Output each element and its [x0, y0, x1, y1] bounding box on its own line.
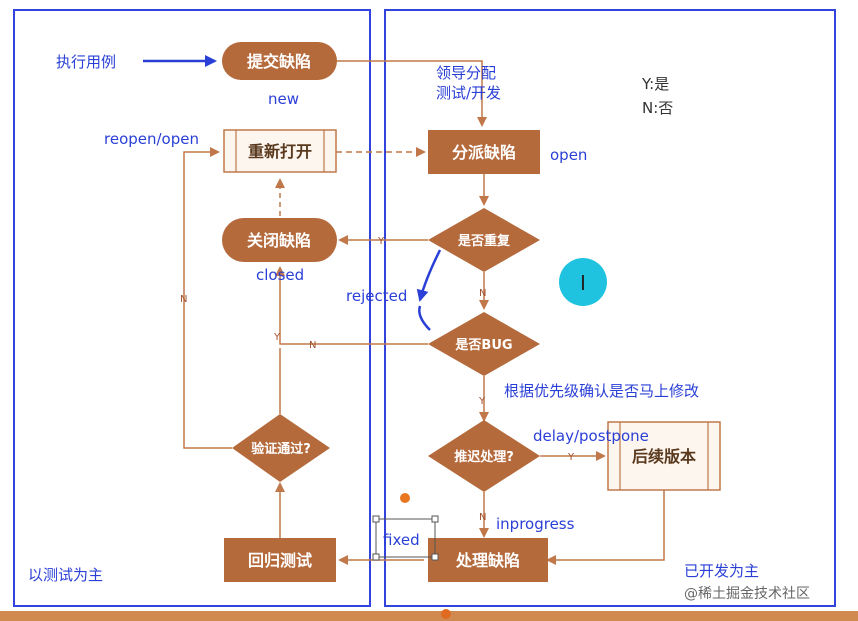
label-rejected: rejected [346, 287, 407, 305]
node-later-version [607, 421, 721, 491]
node-assign-defect [428, 130, 540, 174]
label-new: new [268, 90, 299, 108]
selection-handle-br[interactable] [431, 553, 439, 561]
legend-no: N:否 [642, 99, 673, 117]
node-is-duplicate-label: 是否重复 [457, 233, 511, 249]
node-verify-label: 验证通过? [251, 441, 311, 457]
node-reopen [223, 129, 337, 173]
label-delay: delay/postpone [533, 427, 649, 445]
legend-yes: Y:是 [641, 75, 669, 93]
edge-label-verify-no: N [180, 294, 187, 305]
edge-label-duplicate-yes: Y [377, 236, 385, 247]
rejected-arrow-upper [416, 249, 442, 302]
label-fixed: fixed [383, 531, 420, 549]
rotate-handle-dot[interactable] [400, 493, 410, 503]
edge-bug-close [275, 266, 428, 345]
tester-panel [13, 9, 371, 607]
label-open: open [550, 146, 587, 164]
node-is-duplicate [428, 208, 540, 272]
node-postpone [428, 420, 540, 492]
node-postpone-label: 推迟处理? [454, 449, 514, 465]
cursor-highlight [559, 258, 607, 306]
selection-handle-tl[interactable] [372, 515, 380, 523]
edge-label-duplicate-no: N [479, 288, 486, 299]
text-cursor-icon: I [580, 271, 586, 295]
node-process-defect [428, 538, 548, 582]
node-assign-defect-label: 分派缺陷 [452, 143, 516, 162]
edge-label-bug-yes: Y [478, 396, 486, 407]
label-inprogress: inprogress [496, 515, 575, 533]
node-is-bug [428, 312, 540, 376]
label-closed: closed [256, 266, 304, 284]
developer-panel [384, 9, 836, 607]
bottom-bar [0, 611, 858, 621]
node-verify [232, 414, 330, 482]
node-close-defect-label: 关闭缺陷 [247, 231, 311, 250]
edge-label-bug-no: N [309, 340, 316, 351]
edge-label-verify-yes: Y [273, 332, 281, 343]
node-close-defect [222, 218, 337, 262]
label-lead-assign-1: 领导分配 [436, 64, 496, 82]
node-regression-test [224, 538, 336, 582]
node-submit-defect-label: 提交缺陷 [247, 52, 311, 71]
edge-label-postpone-yes: Y [567, 452, 575, 463]
bottom-bar-dot [441, 609, 451, 619]
edge-submit-assign [337, 60, 487, 127]
edge-later-process [546, 490, 665, 565]
edge-label-postpone-no: N [479, 512, 486, 523]
node-reopen-label: 重新打开 [248, 142, 312, 161]
watermark: @稀土掘金技术社区 [684, 586, 810, 602]
node-regression-test-label: 回归测试 [248, 551, 312, 570]
node-is-bug-label: 是否BUG [454, 338, 512, 353]
label-reopen-open: reopen/open [104, 130, 199, 148]
selection-handle-bl[interactable] [372, 553, 380, 561]
label-priority-note: 根据优先级确认是否马上修改 [504, 382, 699, 400]
node-later-version-label: 后续版本 [632, 447, 696, 466]
rejected-arrow-lower [418, 305, 431, 331]
fixed-selection-box[interactable] [375, 518, 436, 558]
label-lead-assign-2: 测试/开发 [436, 84, 501, 102]
selection-handle-tr[interactable] [431, 515, 439, 523]
edge-verify-reopen [183, 147, 232, 449]
node-submit-defect [222, 42, 337, 80]
node-process-defect-label: 处理缺陷 [455, 551, 520, 570]
label-executor: 执行用例 [56, 53, 116, 71]
label-dev-side: 已开发为主 [684, 562, 759, 580]
label-test-side: 以测试为主 [28, 566, 103, 584]
